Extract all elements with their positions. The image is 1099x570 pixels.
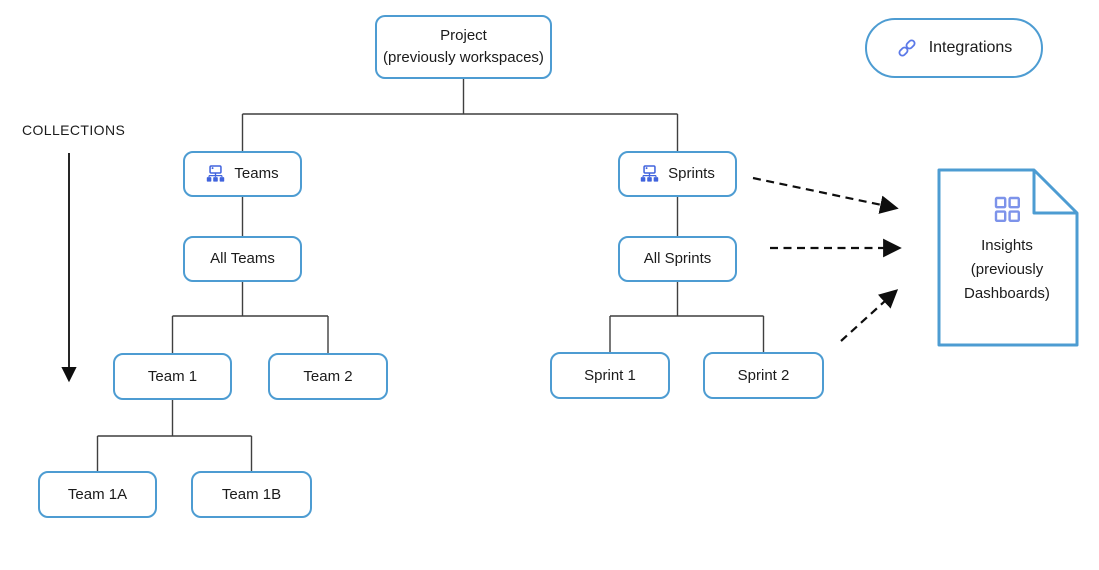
node-sprint1-label: Sprint 1 bbox=[584, 366, 636, 384]
sitemap-icon bbox=[206, 165, 225, 183]
node-team1b: Team 1B bbox=[191, 471, 312, 518]
sitemap-icon bbox=[640, 165, 659, 183]
node-sprint2: Sprint 2 bbox=[703, 352, 824, 399]
insights-label-line1: Insights bbox=[981, 237, 1033, 254]
node-all-sprints-label: All Sprints bbox=[643, 250, 712, 267]
node-teams: Teams bbox=[183, 151, 302, 197]
node-sprints-label: Sprints bbox=[668, 165, 715, 182]
node-project: Project (previously workspaces) bbox=[375, 15, 552, 79]
insights-label-line3: Dashboards) bbox=[964, 285, 1050, 302]
node-all-sprints: All Sprints bbox=[618, 236, 737, 282]
node-teams-label: Teams bbox=[234, 165, 279, 182]
arrow-sprints-to-insights bbox=[752, 176, 899, 214]
node-all-teams: All Teams bbox=[183, 236, 302, 282]
node-team1a-label: Team 1A bbox=[67, 485, 128, 503]
node-sprint2-label: Sprint 2 bbox=[737, 366, 790, 384]
node-team2-label: Team 2 bbox=[303, 367, 353, 385]
insights-document-shape bbox=[937, 168, 1079, 347]
node-project-label-line2: (previously workspaces) bbox=[383, 49, 544, 66]
insights-document-content: Insights (previously Dashboards) bbox=[937, 196, 1077, 305]
node-team1a: Team 1A bbox=[38, 471, 157, 518]
integrations-label: Integrations bbox=[928, 39, 1013, 57]
arrow-sprints-area-to-insights bbox=[840, 289, 899, 342]
node-project-label-line1: Project bbox=[440, 27, 487, 44]
node-team1-label: Team 1 bbox=[147, 367, 198, 385]
dashed-arrows-to-insights bbox=[752, 176, 902, 342]
collections-label: COLLECTIONS bbox=[22, 122, 126, 138]
integrations-pill: Integrations bbox=[865, 18, 1043, 78]
link-icon bbox=[896, 37, 918, 59]
node-sprints: Sprints bbox=[618, 151, 737, 197]
node-team1b-label: Team 1B bbox=[221, 485, 282, 503]
node-team1: Team 1 bbox=[113, 353, 232, 400]
grid-icon bbox=[994, 196, 1021, 223]
node-sprint1: Sprint 1 bbox=[550, 352, 670, 399]
node-all-teams-label: All Teams bbox=[210, 250, 275, 267]
node-team2: Team 2 bbox=[268, 353, 388, 400]
insights-label-line2: (previously bbox=[970, 261, 1044, 278]
